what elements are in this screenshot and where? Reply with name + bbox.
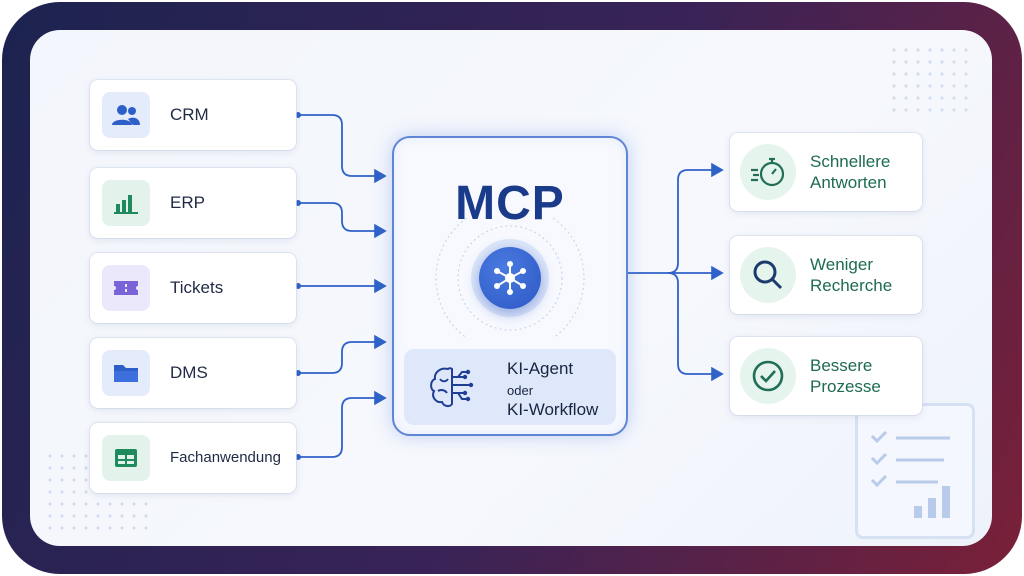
search-icon — [740, 247, 796, 303]
folder-icon — [102, 350, 150, 396]
network-hub-icon — [479, 247, 541, 309]
outcome-label-2: Weniger Recherche — [810, 254, 892, 296]
dot-pattern-top — [888, 44, 968, 114]
source-card-erp[interactable]: ERP — [90, 168, 296, 238]
source-label-tickets: Tickets — [170, 278, 224, 297]
checklist-chart-icon — [855, 403, 975, 539]
connector-fachanwendung — [298, 390, 387, 458]
check-circle-icon — [740, 348, 796, 404]
users-icon — [102, 92, 150, 138]
source-card-crm[interactable]: CRM — [90, 80, 296, 150]
outcome-3-line-1: Bessere — [810, 356, 873, 375]
outcome-card-bessere-prozesse[interactable]: Bessere Prozesse — [730, 337, 922, 415]
outcome-3-line-2: Prozesse — [810, 377, 881, 396]
ticket-icon — [102, 265, 150, 311]
agent-panel: KI-Agent oder KI-Workflow — [404, 349, 616, 425]
source-label-crm: CRM — [170, 105, 209, 124]
agent-line-1: KI-Agent — [507, 359, 574, 378]
agent-line-2: oder — [507, 383, 534, 398]
source-label-fachanwendung: Fachanwendung — [170, 449, 281, 466]
outcome-label-3: Bessere Prozesse — [810, 355, 881, 397]
source-card-dms[interactable]: DMS — [90, 338, 296, 408]
outcome-1-line-1: Schnellere — [810, 152, 891, 171]
mcp-hub-box[interactable]: MCP KI-Agent o — [392, 136, 628, 436]
hub-rings — [435, 218, 585, 338]
outcome-1-line-2: Antworten — [810, 173, 887, 192]
connector-erp — [298, 202, 387, 239]
connector-out-1 — [667, 162, 724, 274]
source-card-fachanwendung[interactable]: Fachanwendung — [90, 423, 296, 493]
bar-chart-icon — [102, 180, 150, 226]
connector-out-3 — [667, 272, 724, 382]
source-label-dms: DMS — [170, 363, 208, 382]
brain-circuit-icon — [426, 363, 476, 416]
outcome-label-1: Schnellere Antworten — [810, 151, 890, 193]
connector-dms — [298, 334, 387, 374]
stopwatch-icon — [740, 144, 796, 200]
mcp-title: MCP — [455, 177, 565, 230]
connector-crm — [298, 114, 387, 184]
agent-line-3: KI-Workflow — [507, 400, 599, 419]
outcome-card-schnellere-antworten[interactable]: Schnellere Antworten — [730, 133, 922, 211]
outcome-2-line-2: Recherche — [810, 276, 893, 295]
outcome-card-weniger-recherche[interactable]: Weniger Recherche — [730, 236, 922, 314]
source-label-erp: ERP — [170, 193, 205, 212]
source-card-tickets[interactable]: Tickets — [90, 253, 296, 323]
outcome-2-line-1: Weniger — [810, 255, 873, 274]
app-window-icon — [102, 435, 150, 481]
